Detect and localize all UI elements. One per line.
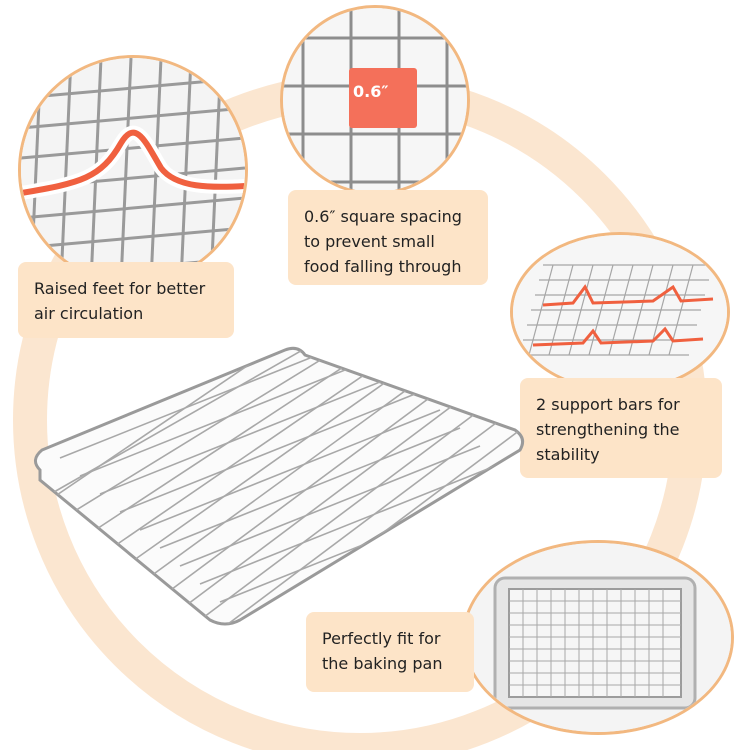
raised-feet-closeup	[18, 55, 248, 285]
baking-pan-closeup	[462, 540, 734, 735]
support-bars-closeup	[510, 232, 730, 392]
support-bars-label: 2 support bars for strengthening the sta…	[520, 378, 722, 478]
spacing-badge: 0.6″	[349, 68, 417, 128]
raised-feet-label: Raised feet for better air circulation	[18, 262, 234, 338]
square-spacing-closeup: 0.6″	[280, 5, 470, 195]
square-spacing-label: 0.6″ square spacing to prevent small foo…	[288, 190, 488, 285]
baking-pan-label: Perfectly fit for the baking pan	[306, 612, 474, 692]
